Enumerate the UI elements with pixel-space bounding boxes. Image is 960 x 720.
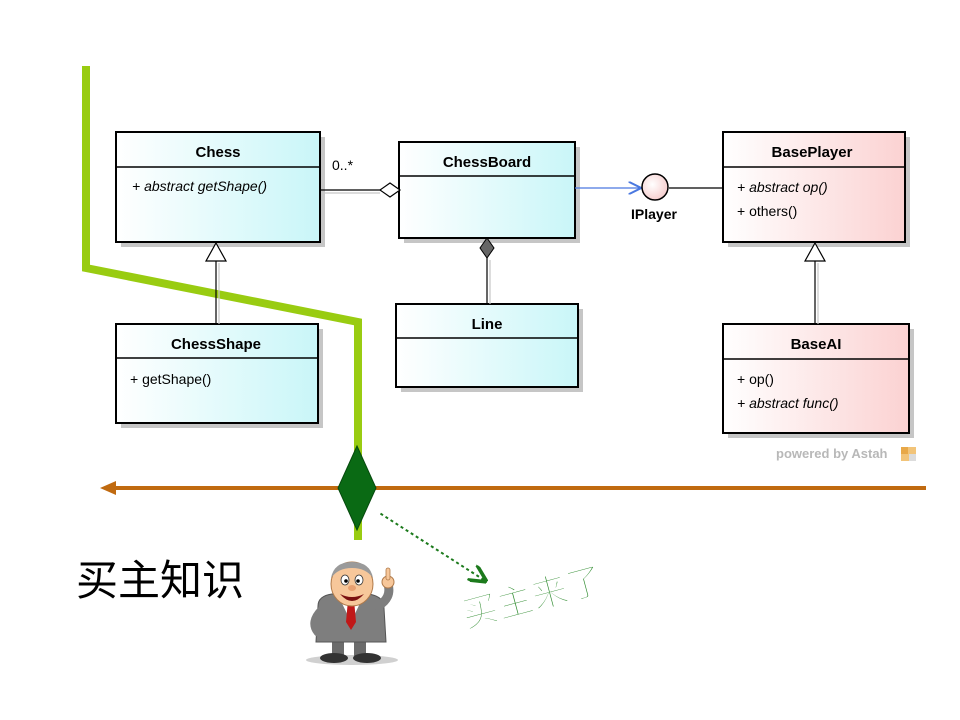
- operation: + op(): [737, 371, 774, 387]
- class-name: Chess: [195, 144, 240, 161]
- operation: + abstract func(): [737, 395, 839, 411]
- interface-label: IPlayer: [631, 206, 677, 222]
- operation: + others(): [737, 203, 797, 219]
- powered-by-label: powered by Astah: [776, 446, 888, 461]
- composition-chessboard-line: [479, 237, 495, 304]
- class-chessboard[interactable]: ChessBoard: [398, 141, 580, 243]
- multiplicity-label: 0..*: [332, 157, 354, 173]
- lime-track-line: [82, 66, 362, 540]
- class-name: ChessShape: [171, 336, 261, 353]
- class-baseai[interactable]: BaseAI + op() + abstract func(): [722, 323, 914, 438]
- class-chessshape[interactable]: ChessShape + getShape(): [115, 323, 323, 428]
- operation: + abstract getShape(): [132, 178, 267, 194]
- generalization-baseai-baseplayer: [803, 241, 827, 324]
- aggregation-chess-chessboard: 0..*: [320, 157, 402, 198]
- class-name: ChessBoard: [443, 154, 531, 171]
- class-line[interactable]: Line: [395, 303, 583, 392]
- dotted-pointer-arrow: [377, 511, 484, 580]
- orange-arrowhead: [100, 481, 116, 495]
- class-baseplayer[interactable]: BasePlayer + abstract op() + others(): [722, 131, 910, 247]
- operation: + abstract op(): [737, 179, 828, 195]
- businessman-cartoon-icon: [306, 561, 398, 665]
- interface-lollipop-icon: [641, 173, 669, 201]
- class-name: BasePlayer: [772, 144, 853, 161]
- astah-logo-icon: [901, 447, 916, 461]
- slide-title: 买主知识: [76, 556, 244, 605]
- interface-iplayer[interactable]: IPlayer: [575, 173, 723, 222]
- generalization-chessshape-chess: [204, 241, 228, 324]
- class-chess[interactable]: Chess + abstract getShape(): [115, 131, 325, 247]
- powered-by-astah: powered by Astah: [776, 446, 916, 461]
- green-diamond-marker: [337, 444, 377, 532]
- class-name: BaseAI: [791, 336, 842, 353]
- class-name: Line: [472, 316, 503, 333]
- operation: + getShape(): [130, 371, 211, 387]
- callout-text: 买主来了: [458, 560, 608, 637]
